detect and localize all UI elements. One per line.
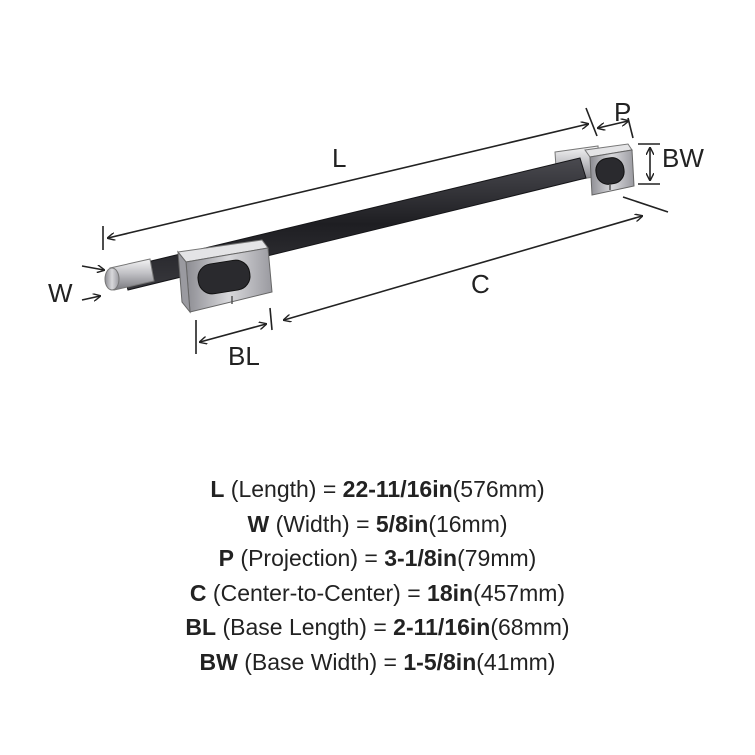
spec-name: (Base Width) = — [244, 648, 397, 675]
right-mounting-base — [584, 143, 635, 196]
spec-code: L — [210, 476, 225, 502]
left-mounting-base — [177, 239, 273, 314]
spec-metric: (576mm) — [452, 476, 545, 502]
spec-imperial: 5/8in — [375, 510, 429, 537]
spec-base-length: BL (Base Length) = 2-11/16in(68mm) — [0, 610, 755, 645]
spec-imperial: 22-11/16in — [342, 476, 453, 502]
product-dimension-diagram: L P BW C BL W — [48, 97, 704, 371]
spec-imperial: 1-5/8in — [403, 648, 477, 675]
spec-projection: P (Projection) = 3-1/8in(79mm) — [0, 541, 755, 576]
spec-metric: (16mm) — [428, 510, 508, 537]
dimension-specifications: L (Length) = 22-11/16in(576mm) W (Width)… — [0, 472, 755, 679]
label-projection: P — [614, 97, 631, 127]
spec-metric: (457mm) — [473, 579, 566, 606]
dimension-lines — [81, 107, 669, 354]
spec-metric: (41mm) — [476, 648, 556, 675]
left-end-cap — [104, 258, 155, 291]
spec-name: (Width) = — [275, 510, 370, 537]
label-base-width: BW — [662, 143, 704, 173]
spec-code: C — [189, 579, 207, 606]
spec-code: W — [247, 510, 270, 537]
label-base-length: BL — [228, 341, 260, 371]
spec-base-width: BW (Base Width) = 1-5/8in(41mm) — [0, 645, 755, 680]
spec-imperial: 18in — [427, 579, 474, 606]
spec-code: BL — [185, 614, 217, 640]
towel-bar — [104, 143, 635, 314]
spec-name: (Center-to-Center) = — [212, 579, 421, 606]
spec-code: P — [218, 545, 235, 571]
spec-name: (Base Length) = — [222, 614, 387, 640]
spec-code: BW — [199, 648, 238, 675]
spec-name: (Length) = — [230, 476, 337, 502]
spec-width: W (Width) = 5/8in(16mm) — [0, 507, 755, 542]
spec-name: (Projection) = — [240, 545, 378, 571]
spec-imperial: 3-1/8in — [384, 545, 458, 571]
spec-imperial: 2-11/16in — [393, 614, 491, 640]
label-center-to-center: C — [471, 269, 490, 299]
spec-length: L (Length) = 22-11/16in(576mm) — [0, 472, 755, 507]
spec-center-to-center: C (Center-to-Center) = 18in(457mm) — [0, 576, 755, 611]
label-length: L — [332, 143, 346, 173]
spec-metric: (79mm) — [457, 545, 537, 571]
spec-metric: (68mm) — [490, 614, 570, 640]
label-width: W — [48, 278, 73, 308]
